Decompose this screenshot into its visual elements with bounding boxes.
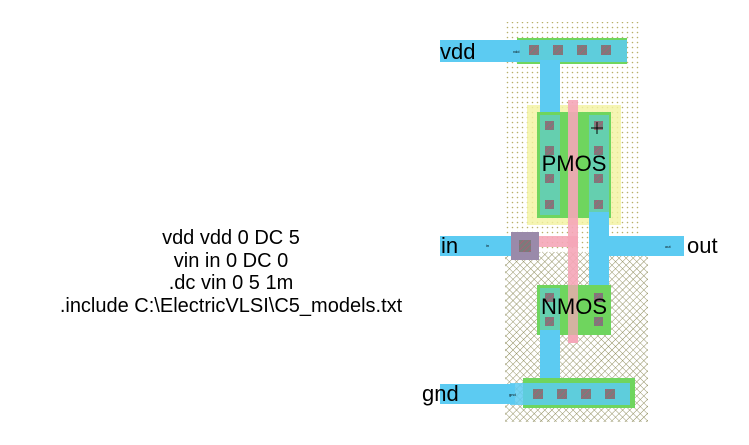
pmos-drain-metal (589, 115, 609, 215)
in-poly-contact (519, 240, 531, 252)
spice-line-vdd: vdd vdd 0 DC 5 (162, 227, 300, 249)
pin-label-gnd: gnd (422, 381, 459, 406)
vdd-pin-metal (440, 40, 520, 62)
spice-line-vin: vin in 0 DC 0 (173, 249, 289, 272)
tiny-label-gnd: gnd (509, 392, 516, 397)
in-metal (440, 236, 530, 256)
spice-commands: vdd vdd 0 DC 5 vin in 0 DC 0 .dc vin 0 5… (0, 227, 462, 317)
pmos-label: PMOS (542, 151, 607, 176)
gnd-rail-metal (510, 383, 630, 405)
gnd-rail-contacts (533, 389, 615, 399)
tiny-label-in: in (486, 243, 489, 248)
tiny-label-out: out (665, 244, 671, 249)
tiny-label-vdd: vdd (513, 49, 519, 54)
poly-gate-nmos-overlap (568, 285, 578, 343)
vdd-rail-metal (513, 40, 627, 62)
pin-label-out: out (687, 233, 718, 258)
gnd-metal-rise (540, 330, 560, 390)
pmos-contacts (545, 121, 603, 209)
nmos-label: NMOS (541, 294, 607, 319)
poly-input-stub (525, 236, 578, 247)
spice-line-include: .include C:\ElectricVLSI\C5_models.txt (59, 294, 403, 317)
vdd-metal-drop (540, 60, 560, 120)
poly-gate (568, 100, 578, 343)
pmos-plus-icon (591, 122, 603, 134)
out-metal (589, 236, 684, 256)
pmos-source-metal (540, 115, 560, 215)
pin-label-in: in (441, 233, 458, 258)
spice-line-dc: .dc vin 0 5 1m (168, 272, 294, 294)
pin-label-vdd: vdd (440, 39, 475, 64)
nmos-contacts (545, 293, 603, 326)
gnd-pin-metal (440, 384, 515, 404)
vdd-rail-contacts (529, 45, 611, 55)
